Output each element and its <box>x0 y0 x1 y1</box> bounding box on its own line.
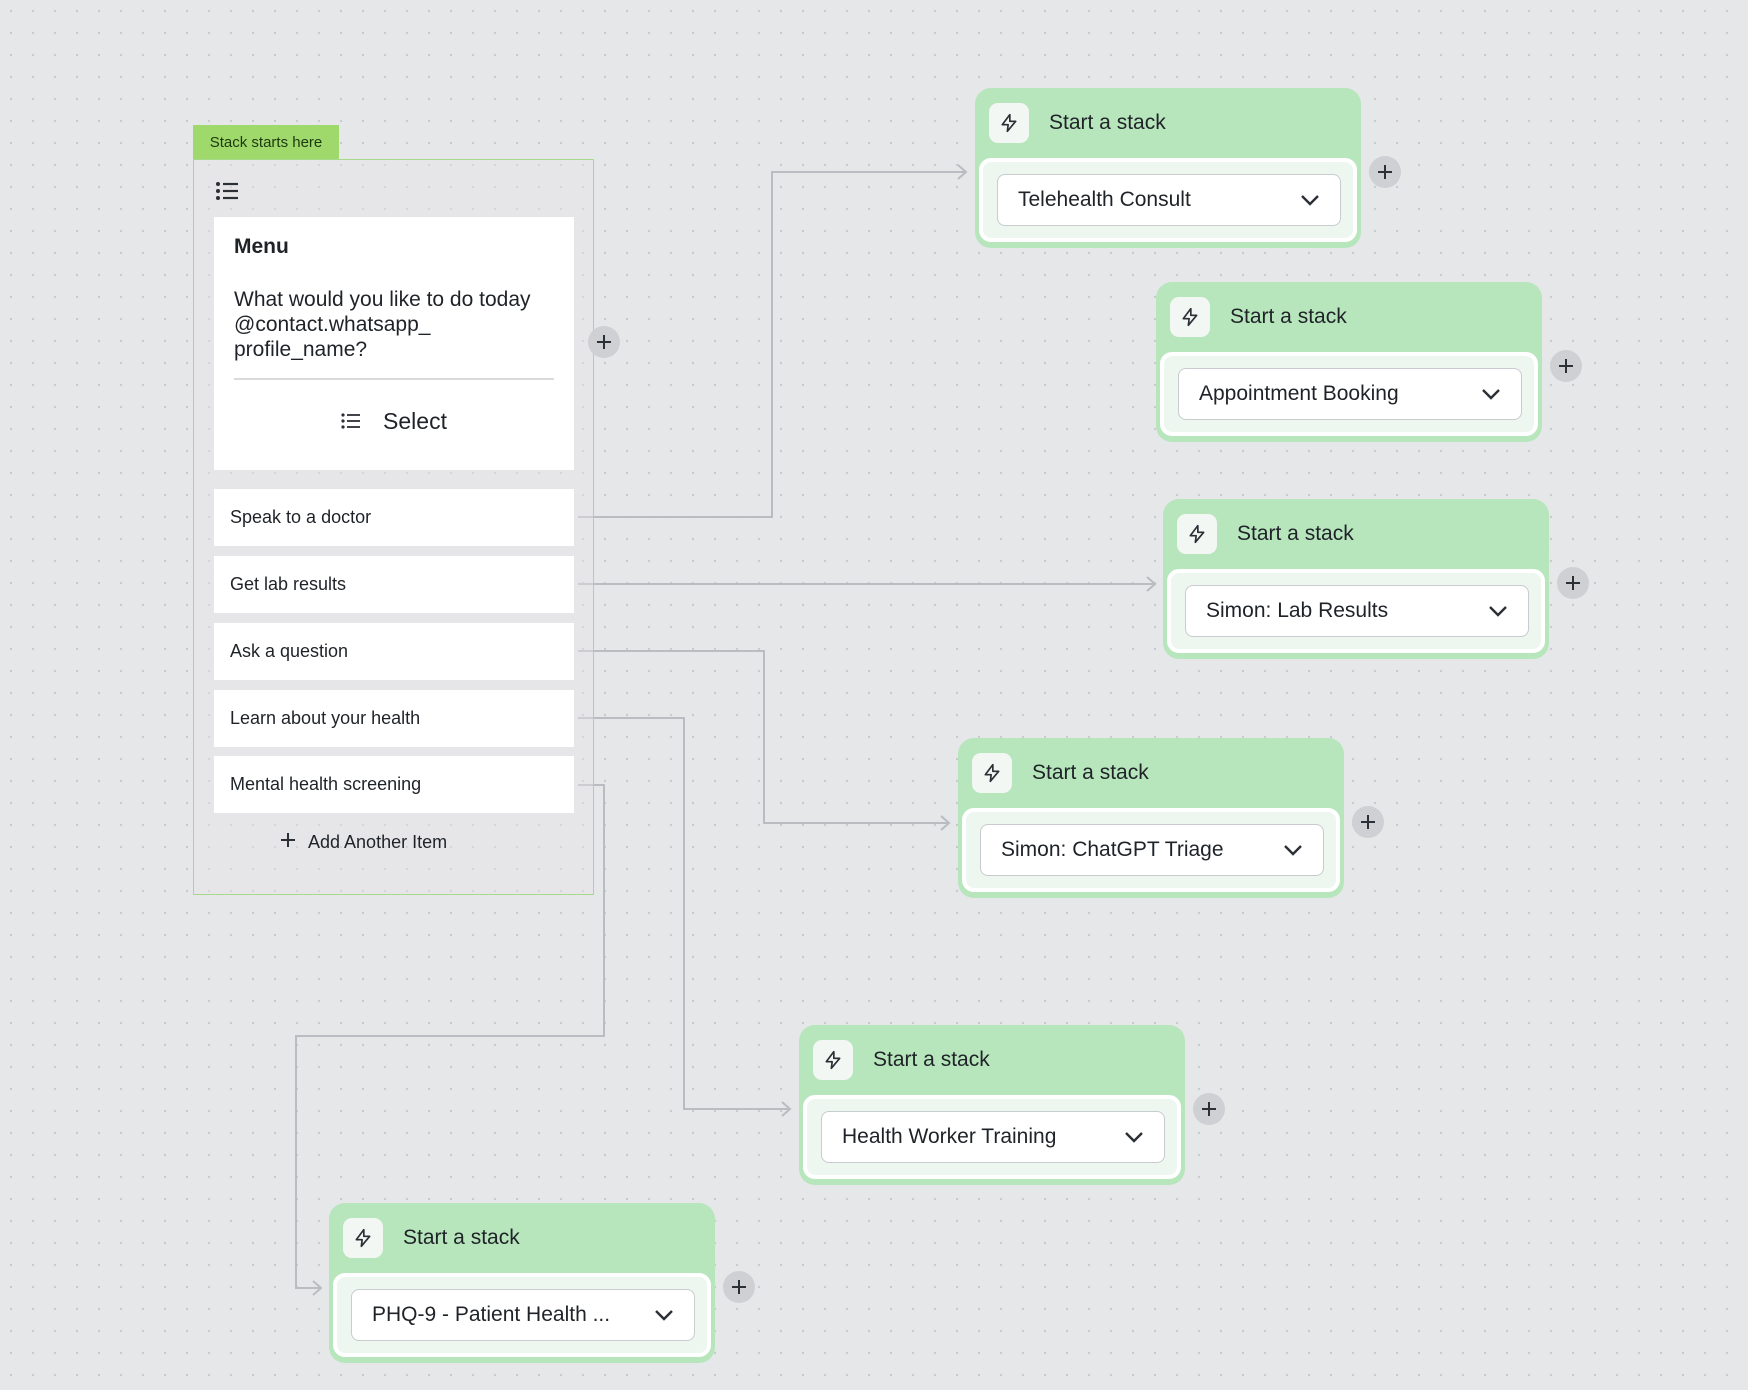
stack-select-dropdown[interactable]: Simon: ChatGPT Triage <box>980 824 1324 876</box>
plus-icon <box>280 832 296 853</box>
connector-speak-to-doctor <box>578 171 965 518</box>
menu-option-get-lab-results[interactable]: Get lab results <box>214 556 574 613</box>
menu-divider <box>234 378 554 380</box>
stack-selected-value: Health Worker Training <box>842 1125 1057 1148</box>
stack-selected-value: Simon: Lab Results <box>1206 599 1389 622</box>
connector-mental-health <box>295 784 605 1289</box>
menu-title: Menu <box>234 235 289 258</box>
stack-select-dropdown[interactable]: PHQ-9 - Patient Health ... <box>351 1289 695 1341</box>
add-stack-connection-button[interactable] <box>723 1271 755 1303</box>
add-stack-connection-button[interactable] <box>1369 156 1401 188</box>
select-button[interactable]: Select <box>214 401 574 441</box>
arrowhead-lab-results <box>1146 576 1157 592</box>
chevron-down-icon <box>1283 838 1303 862</box>
menu-node[interactable]: Menu What would you like to do today @co… <box>193 159 594 895</box>
arrowhead-health-worker <box>781 1101 792 1117</box>
stack-title: Start a stack <box>1230 305 1347 328</box>
add-menu-connection-button[interactable] <box>588 326 620 358</box>
chevron-down-icon <box>1300 188 1320 212</box>
stack-select-dropdown[interactable]: Health Worker Training <box>821 1111 1165 1163</box>
stack-select-dropdown[interactable]: Simon: Lab Results <box>1185 585 1529 637</box>
chevron-down-icon <box>1124 1125 1144 1149</box>
lightning-icon <box>1177 514 1217 554</box>
add-stack-connection-button[interactable] <box>1352 806 1384 838</box>
lightning-icon <box>343 1218 383 1258</box>
stack-title: Start a stack <box>873 1048 990 1071</box>
stack-title: Start a stack <box>1049 111 1166 134</box>
arrowhead-chatgpt-triage <box>940 815 951 831</box>
stack-title: Start a stack <box>1237 522 1354 545</box>
stack-selected-value: Simon: ChatGPT Triage <box>1001 838 1224 861</box>
select-label: Select <box>383 407 447 434</box>
chevron-down-icon <box>1488 599 1508 623</box>
stack-node-phq9[interactable]: Start a stack PHQ-9 - Patient Health ... <box>329 1203 715 1363</box>
lightning-icon <box>989 103 1029 143</box>
menu-option-learn-health[interactable]: Learn about your health <box>214 690 574 747</box>
stack-select-dropdown[interactable]: Appointment Booking <box>1178 368 1522 420</box>
list-icon <box>215 181 239 206</box>
connector-ask-question <box>578 650 948 824</box>
stack-selected-value: Telehealth Consult <box>1018 188 1191 211</box>
stack-node-appointment-booking[interactable]: Start a stack Appointment Booking <box>1156 282 1542 442</box>
menu-message-card[interactable]: Menu What would you like to do today @co… <box>214 217 574 470</box>
stack-node-telehealth[interactable]: Start a stack Telehealth Consult <box>975 88 1361 248</box>
stack-start-tag: Stack starts here <box>193 125 339 159</box>
stack-selected-value: PHQ-9 - Patient Health ... <box>372 1303 611 1326</box>
menu-option-mental-health[interactable]: Mental health screening <box>214 756 574 813</box>
lightning-icon <box>813 1040 853 1080</box>
arrowhead-phq9 <box>312 1280 323 1296</box>
menu-body-text: What would you like to do today @contact… <box>234 288 531 361</box>
lightning-icon <box>972 753 1012 793</box>
stack-select-dropdown[interactable]: Telehealth Consult <box>997 174 1341 226</box>
menu-option-speak-to-doctor[interactable]: Speak to a doctor <box>214 489 574 546</box>
stack-selected-value: Appointment Booking <box>1199 382 1399 405</box>
add-stack-connection-button[interactable] <box>1550 350 1582 382</box>
stack-title: Start a stack <box>1032 761 1149 784</box>
stack-node-health-worker-training[interactable]: Start a stack Health Worker Training <box>799 1025 1185 1185</box>
stack-node-chatgpt-triage[interactable]: Start a stack Simon: ChatGPT Triage <box>958 738 1344 898</box>
stack-node-lab-results[interactable]: Start a stack Simon: Lab Results <box>1163 499 1549 659</box>
menu-option-ask-question[interactable]: Ask a question <box>214 623 574 680</box>
add-stack-connection-button[interactable] <box>1557 567 1589 599</box>
chevron-down-icon <box>1481 382 1501 406</box>
lightning-icon <box>1170 297 1210 337</box>
chevron-down-icon <box>654 1303 674 1327</box>
add-stack-connection-button[interactable] <box>1193 1093 1225 1125</box>
list-icon <box>341 408 361 435</box>
connector-learn-health <box>578 717 789 1110</box>
arrowhead-telehealth <box>957 164 968 180</box>
add-another-item-label: Add Another Item <box>308 832 448 852</box>
add-another-item-button[interactable]: Add Another Item <box>194 832 595 853</box>
stack-title: Start a stack <box>403 1226 520 1249</box>
